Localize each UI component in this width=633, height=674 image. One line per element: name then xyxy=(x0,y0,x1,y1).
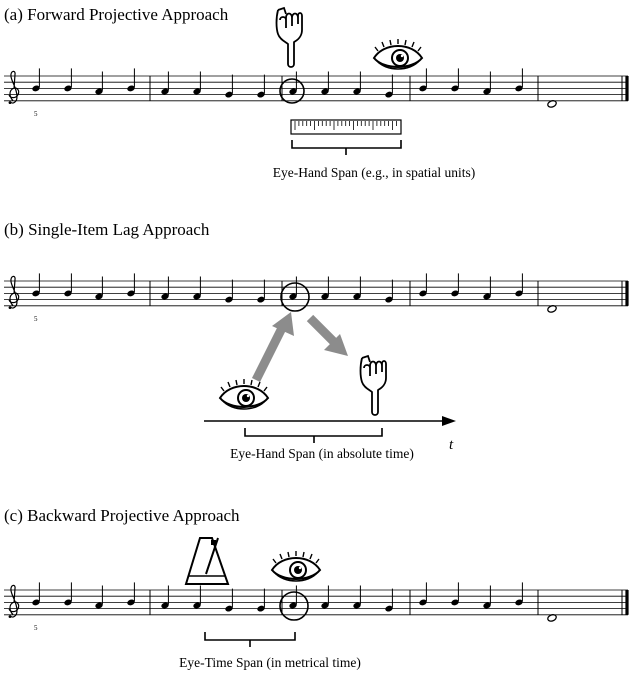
span-label: Eye-Hand Span (in absolute time) xyxy=(230,446,414,461)
time-axis-label: t xyxy=(449,437,454,453)
panel-b-title: (b) Single-Item Lag Approach xyxy=(4,220,210,239)
fixation-circle xyxy=(279,78,305,104)
fixation-circle xyxy=(280,282,310,312)
pointing-hand-icon xyxy=(275,7,303,68)
measure-number: 5 xyxy=(34,110,38,118)
pointing-hand-icon xyxy=(359,355,387,416)
measure-number: 5 xyxy=(34,624,38,632)
ruler-icon xyxy=(290,119,402,135)
fixation-circle xyxy=(279,591,309,621)
span-bracket xyxy=(244,428,383,443)
eye-icon xyxy=(373,38,423,70)
measure-number: 5 xyxy=(34,315,38,323)
panel-c: (c) Backward Projective Approach 5 Eye-T… xyxy=(4,506,629,670)
span-bracket xyxy=(291,140,402,155)
metronome-icon xyxy=(184,537,230,585)
panel-b: (b) Single-Item Lag Approach 5 Eye-Hand … xyxy=(4,220,629,461)
panel-a: (a) Forward Projective Approach 5 Eye-Ha… xyxy=(4,5,629,180)
music-staff xyxy=(4,68,629,109)
music-staff xyxy=(4,582,629,623)
panel-a-title: (a) Forward Projective Approach xyxy=(4,5,229,24)
panel-c-title: (c) Backward Projective Approach xyxy=(4,506,240,525)
music-staff xyxy=(4,273,629,314)
span-label: Eye-Time Span (in metrical time) xyxy=(179,655,361,670)
eye-icon xyxy=(271,550,321,582)
span-label: Eye-Hand Span (e.g., in spatial units) xyxy=(273,165,475,180)
arrow-down-icon xyxy=(306,314,348,356)
span-bracket xyxy=(204,632,296,647)
eye-icon xyxy=(219,378,269,410)
time-axis-arrow-icon xyxy=(204,416,456,426)
arrow-up-icon xyxy=(251,312,294,383)
